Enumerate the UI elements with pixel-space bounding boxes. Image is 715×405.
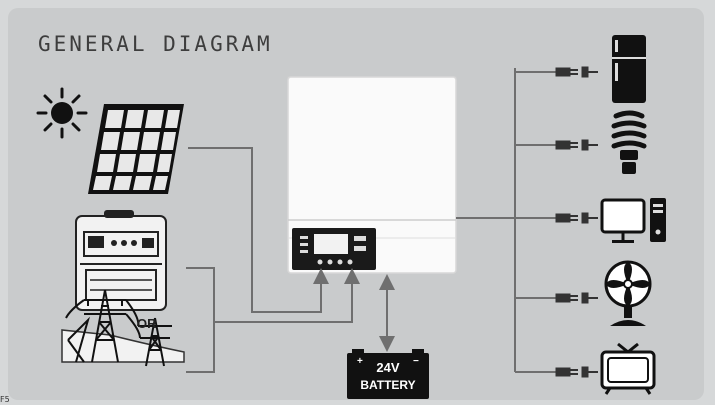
svg-text:+: +	[357, 356, 363, 367]
power-grid-tower-icon	[61, 289, 185, 367]
refrigerator-icon	[612, 35, 646, 103]
connection-lines	[186, 68, 556, 373]
diagram-title: GENERAL DIAGRAM	[38, 32, 273, 56]
corner-mark: F5	[0, 395, 10, 404]
battery-voltage: 24V	[376, 360, 400, 375]
or-label: OR	[137, 316, 157, 331]
inverter-control-panel	[292, 228, 376, 270]
generator-icon	[75, 210, 167, 311]
fan-icon	[604, 260, 652, 326]
sun-icon	[36, 87, 88, 139]
inverter-icon	[287, 76, 457, 274]
computer-icon	[600, 198, 666, 243]
solar-panel-icon	[88, 104, 184, 194]
plug-icons	[555, 66, 598, 378]
tv-icon	[600, 342, 656, 395]
svg-text:−: −	[413, 356, 419, 367]
battery-icon: + −	[347, 349, 429, 399]
battery-label: BATTERY	[360, 378, 416, 392]
light-bulb-icon	[611, 110, 647, 174]
